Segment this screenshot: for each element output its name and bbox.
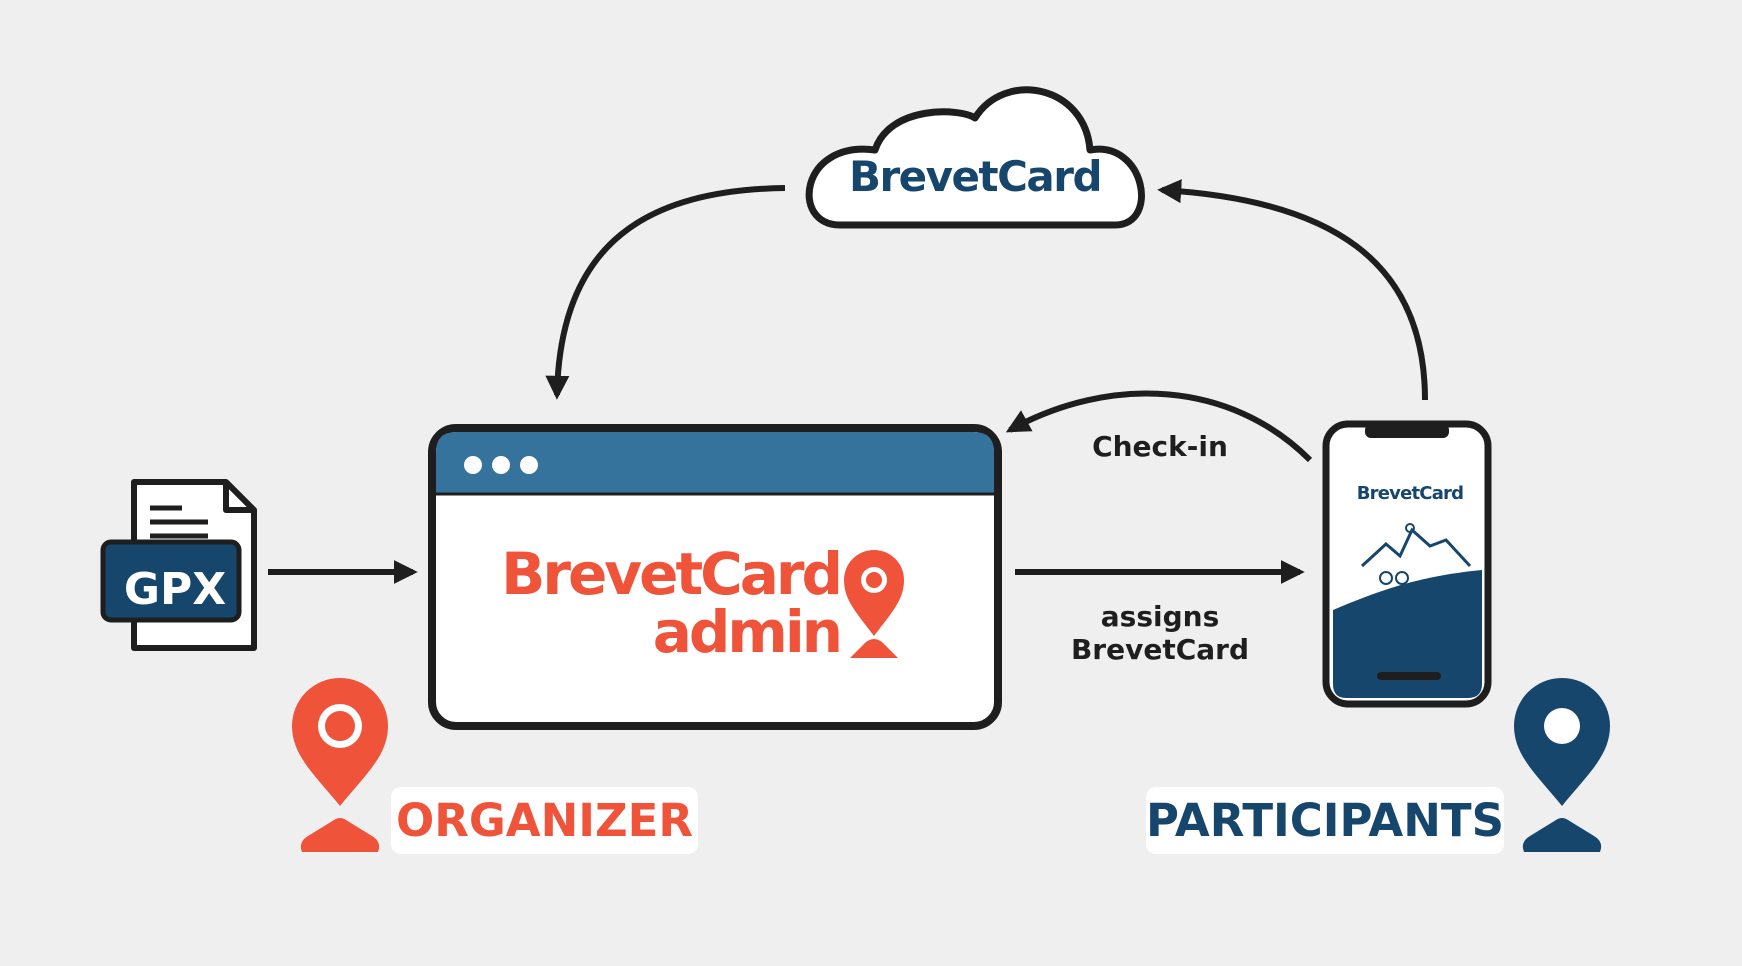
participants-pin-icon [1514, 678, 1610, 852]
assigns-label-line2: BrevetCard [1070, 633, 1250, 666]
assigns-label: assigns BrevetCard [1040, 600, 1280, 666]
checkin-label: Check-in [1092, 430, 1228, 463]
cloud-icon [805, 86, 1145, 229]
admin-logo: BrevetCard admin [500, 540, 843, 666]
organizer-badge: ORGANIZER [391, 787, 698, 854]
assigns-label-line1: assigns [1100, 600, 1220, 633]
admin-logo-line2: admin [652, 598, 843, 666]
gpx-file-icon [100, 479, 257, 651]
window-dot-icon [520, 456, 538, 474]
organizer-pin-icon [292, 678, 388, 852]
admin-window [428, 424, 1002, 730]
cloud-brand-label: BrevetCard [848, 152, 1103, 201]
phone-brand-label: BrevetCard [1356, 483, 1464, 504]
window-dot-icon [464, 456, 482, 474]
arrow-phone-to-cloud [1157, 179, 1428, 401]
gpx-label: GPX [123, 564, 227, 615]
phone-icon [1322, 420, 1492, 708]
arrow-cloud-to-admin [545, 185, 786, 400]
window-dot-icon [492, 456, 510, 474]
admin-pin-icon [844, 550, 904, 658]
admin-logo-line1: BrevetCard [501, 540, 843, 608]
participants-badge: PARTICIPANTS [1146, 787, 1504, 854]
arrow-checkin [1005, 390, 1313, 463]
